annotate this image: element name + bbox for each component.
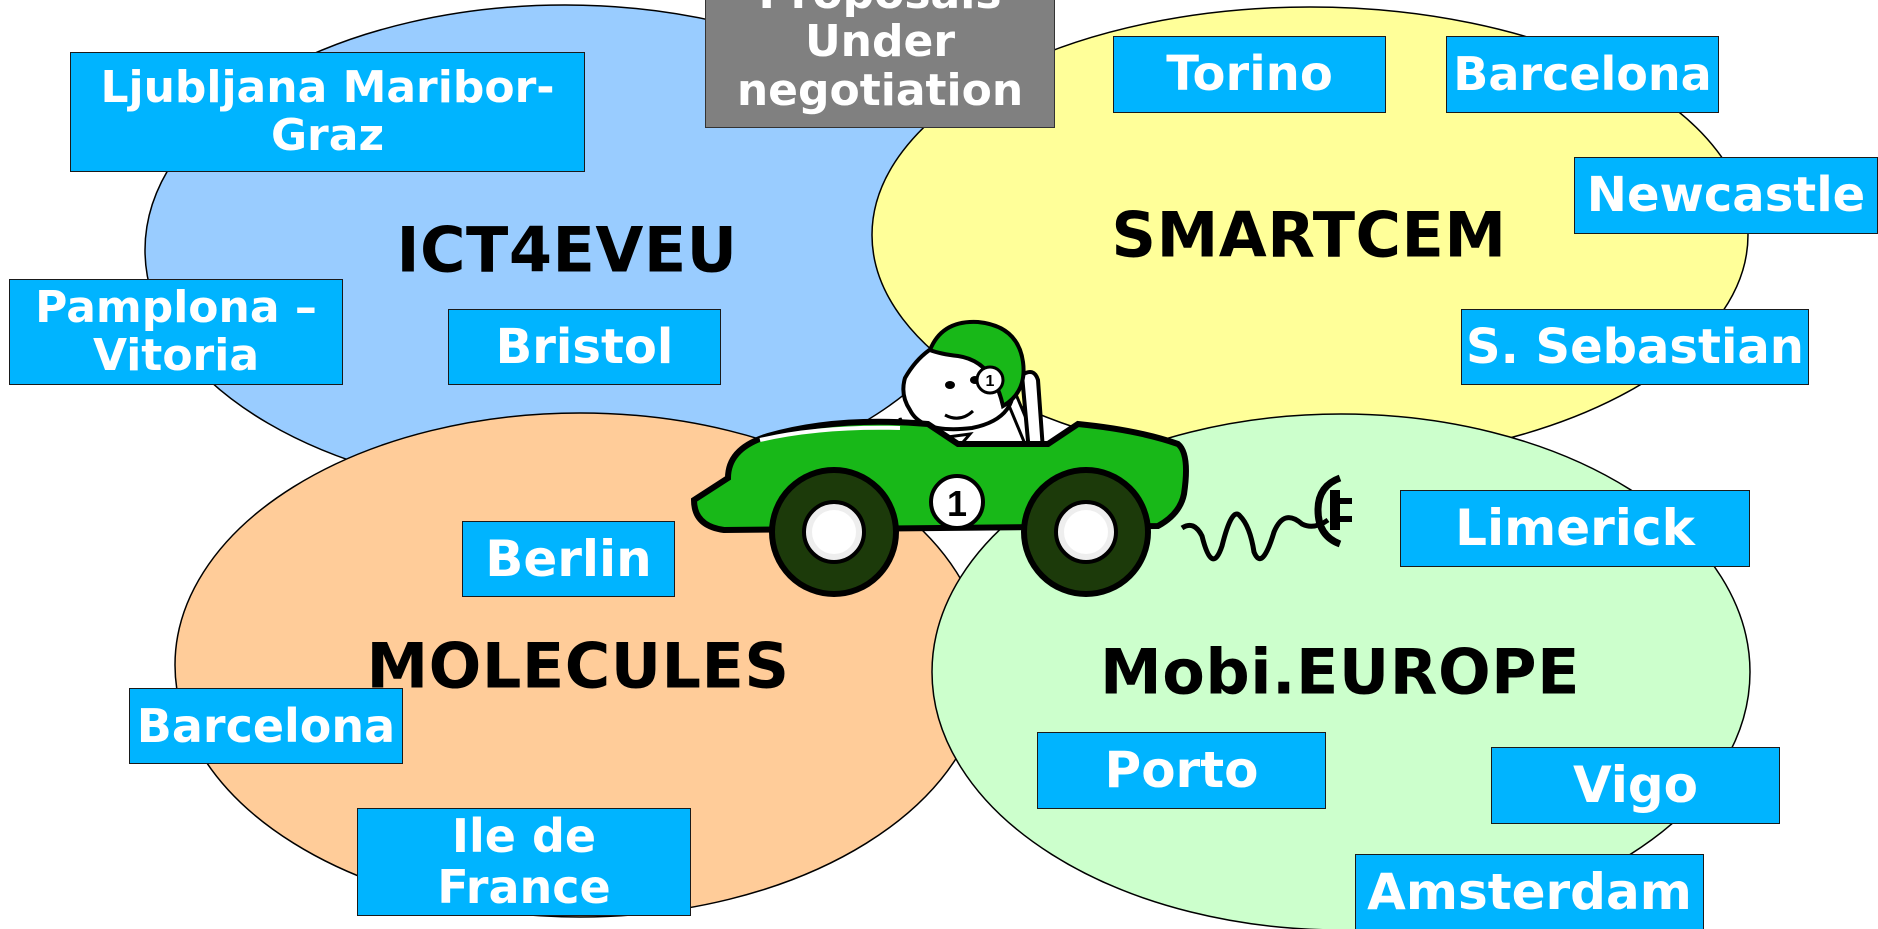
car-body: 1 [690, 418, 1189, 597]
charging-cable [1180, 511, 1330, 562]
city-label-limerick: Limerick [1400, 490, 1750, 567]
project-title-ict4eveu: ICT4EVEU [396, 213, 738, 287]
city-label-vigo: Vigo [1491, 747, 1780, 824]
city-label-barcelona-smartcem: Barcelona [1446, 36, 1719, 113]
city-label-ljubljana: Ljubljana Maribor-Graz [70, 52, 585, 172]
city-label-amsterdam: Amsterdam [1355, 854, 1704, 929]
city-label-newcastle: Newcastle [1574, 157, 1878, 234]
city-label-berlin: Berlin [462, 521, 675, 597]
project-title-mobi-europe: Mobi.EUROPE [1100, 635, 1580, 709]
proposals-under-negotiation-box: Proposals Under negotiation [705, 0, 1055, 128]
rear-wheel [1021, 467, 1151, 597]
car-number: 1 [947, 483, 967, 524]
project-title-smartcem: SMARTCEM [1111, 198, 1507, 272]
city-label-ile-de-france: Ile de France [357, 808, 691, 916]
city-label-pamplona: Pamplona – Vitoria [9, 279, 343, 385]
charging-plug-icon [1314, 474, 1352, 548]
svg-text:1: 1 [986, 373, 995, 390]
city-label-bristol: Bristol [448, 309, 721, 385]
city-label-barcelona-molecules: Barcelona [129, 688, 403, 764]
proposals-line-3: negotiation [736, 64, 1024, 116]
proposals-line-2: Under [804, 16, 956, 68]
city-label-porto: Porto [1037, 732, 1326, 809]
driver-icon: 1 [898, 319, 1046, 455]
city-label-s-sebastian: S. Sebastian [1461, 309, 1809, 385]
front-wheel [769, 467, 899, 597]
proposals-line-1: Proposals [706, 0, 1054, 18]
project-title-molecules: MOLECULES [366, 629, 790, 703]
city-label-torino: Torino [1113, 36, 1386, 113]
